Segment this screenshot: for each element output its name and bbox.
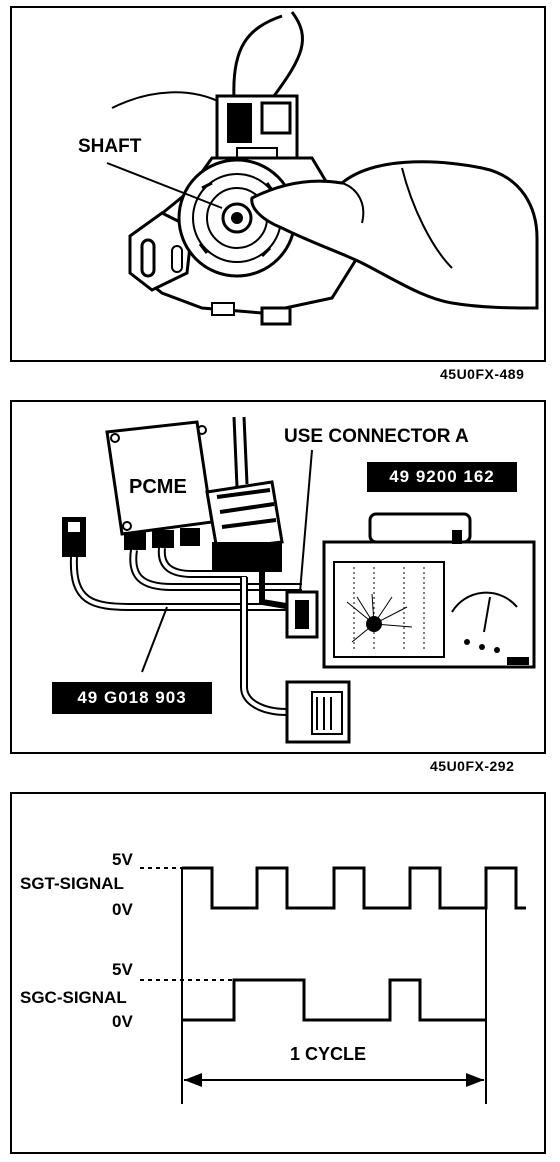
sgc-waveform <box>182 978 486 1022</box>
tool-part-number-badge: 49 9200 162 <box>367 462 517 492</box>
signal-waveform-chart <box>140 866 526 1104</box>
tester-connection-panel: USE CONNECTOR A PCME 49 9200 162 49 G018… <box>10 400 546 754</box>
distributor-illustration <box>106 11 539 326</box>
figure-code-middle: 45U0FX-292 <box>430 758 515 774</box>
pcme-module-label: PCME <box>129 476 187 498</box>
figure-code-top: 45U0FX-489 <box>440 366 525 382</box>
distributor-photo-panel: SHAFT <box>10 6 546 362</box>
sgc-high-label: 5V <box>112 960 133 979</box>
sgc-signal-label: SGC-SIGNAL <box>20 988 127 1007</box>
use-connector-a-label: USE CONNECTOR A <box>284 426 469 447</box>
sgc-low-label: 0V <box>112 1012 133 1031</box>
sgt-high-label: 5V <box>112 850 133 869</box>
harness-part-number-badge: 49 G018 903 <box>52 682 212 714</box>
signal-waveform-panel: 5V SGT-SIGNAL 0V 5V SGC-SIGNAL 0V 1 CYCL… <box>10 792 546 1154</box>
tester-connection-illustration <box>62 416 536 744</box>
sgt-signal-label: SGT-SIGNAL <box>20 874 124 893</box>
sgt-low-label: 0V <box>112 900 133 919</box>
shaft-label: SHAFT <box>78 136 142 157</box>
sgt-waveform <box>182 866 526 910</box>
cycle-label: 1 CYCLE <box>290 1044 367 1064</box>
